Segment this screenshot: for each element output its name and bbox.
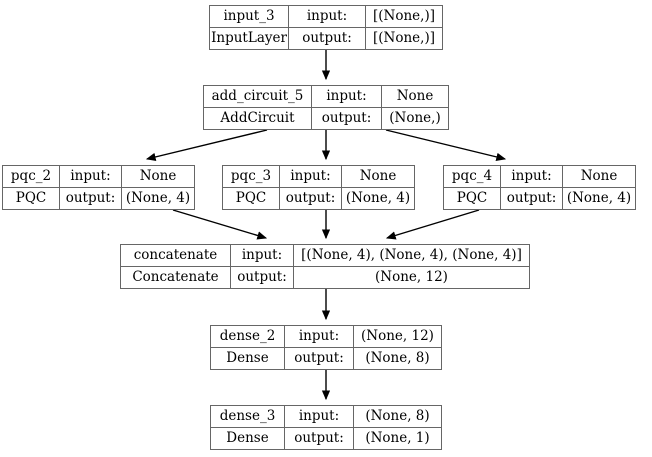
node-output-shape: (None, 1) bbox=[365, 429, 430, 446]
node-name: dense_2 bbox=[211, 326, 285, 347]
node-output-shape: (None,) bbox=[389, 109, 441, 126]
node-concatenate[interactable]: concatenate input: [(None, 4), (None, 4)… bbox=[120, 244, 530, 289]
node-class: Concatenate bbox=[121, 267, 231, 288]
node-row-input: dense_2 input: (None, 12) bbox=[211, 326, 441, 348]
node-add_circuit_5[interactable]: add_circuit_5 input: None AddCircuit out… bbox=[203, 85, 449, 130]
node-input-label: input: bbox=[285, 326, 354, 347]
node-input-label: input: bbox=[280, 166, 342, 187]
node-row-output: AddCircuit output: (None,) bbox=[204, 108, 448, 129]
node-dense_2[interactable]: dense_2 input: (None, 12) Dense output: … bbox=[210, 325, 442, 370]
node-input-shape: [(None, 4), (None, 4), (None, 4)] bbox=[301, 246, 522, 263]
node-row-input: input_3 input: [(None,)] bbox=[210, 6, 442, 28]
node-dense_3[interactable]: dense_3 input: (None, 8) Dense output: (… bbox=[210, 405, 442, 450]
node-row-output: InputLayer output: [(None,)] bbox=[210, 28, 442, 49]
node-input-shape: (None, 12) bbox=[361, 327, 434, 344]
node-row-output: Concatenate output: (None, 12) bbox=[121, 267, 529, 288]
node-row-input: pqc_3 input: None bbox=[223, 166, 414, 188]
node-input-shape: None bbox=[396, 87, 434, 104]
node-output-label: output: bbox=[285, 348, 354, 369]
edge-addcircuit-pqc4 bbox=[385, 129, 507, 162]
node-row-output: Dense output: (None, 8) bbox=[211, 348, 441, 369]
node-output-shape: (None, 12) bbox=[375, 268, 448, 285]
node-input-shape: [(None,)] bbox=[373, 7, 435, 24]
edge-pqc2-concatenate bbox=[172, 209, 268, 240]
node-row-output: Dense output: (None, 1) bbox=[211, 428, 441, 449]
node-input-label: input: bbox=[501, 166, 563, 187]
node-output-shape: (None, 4) bbox=[566, 189, 632, 206]
node-output-label: output: bbox=[280, 188, 342, 209]
node-output-label: output: bbox=[231, 267, 294, 288]
node-output-shape: (None, 4) bbox=[345, 189, 411, 206]
node-class: InputLayer bbox=[210, 28, 289, 49]
node-pqc_2[interactable]: pqc_2 input: None PQC output: (None, 4) bbox=[2, 165, 195, 210]
node-name: input_3 bbox=[210, 6, 289, 27]
node-row-output: PQC output: (None, 4) bbox=[444, 188, 635, 209]
node-name: pqc_3 bbox=[223, 166, 280, 187]
node-output-label: output: bbox=[285, 428, 354, 449]
node-output-label: output: bbox=[289, 28, 366, 49]
node-input-label: input: bbox=[312, 86, 382, 107]
node-input-label: input: bbox=[285, 406, 354, 427]
node-class: PQC bbox=[223, 188, 280, 209]
node-pqc_3[interactable]: pqc_3 input: None PQC output: (None, 4) bbox=[222, 165, 415, 210]
node-output-shape: [(None,)] bbox=[373, 29, 435, 46]
node-class: AddCircuit bbox=[204, 108, 312, 129]
node-name: concatenate bbox=[121, 245, 231, 266]
node-name: add_circuit_5 bbox=[204, 86, 312, 107]
edge-pqc4-concatenate bbox=[385, 209, 480, 240]
node-row-input: pqc_4 input: None bbox=[444, 166, 635, 188]
node-output-label: output: bbox=[60, 188, 122, 209]
node-class: PQC bbox=[3, 188, 60, 209]
node-input-shape: None bbox=[580, 167, 618, 184]
node-row-input: pqc_2 input: None bbox=[3, 166, 194, 188]
node-class: Dense bbox=[211, 428, 285, 449]
node-name: dense_3 bbox=[211, 406, 285, 427]
node-row-output: PQC output: (None, 4) bbox=[223, 188, 414, 209]
node-input-label: input: bbox=[231, 245, 294, 266]
node-output-shape: (None, 4) bbox=[125, 189, 191, 206]
edge-addcircuit-pqc2 bbox=[145, 129, 268, 162]
node-input-shape: (None, 8) bbox=[365, 407, 430, 424]
node-row-input: add_circuit_5 input: None bbox=[204, 86, 448, 108]
node-name: pqc_2 bbox=[3, 166, 60, 187]
node-input-shape: None bbox=[359, 167, 397, 184]
node-input-shape: None bbox=[139, 167, 177, 184]
node-pqc_4[interactable]: pqc_4 input: None PQC output: (None, 4) bbox=[443, 165, 636, 210]
node-class: Dense bbox=[211, 348, 285, 369]
node-output-label: output: bbox=[501, 188, 563, 209]
node-output-label: output: bbox=[312, 108, 382, 129]
node-row-input: dense_3 input: (None, 8) bbox=[211, 406, 441, 428]
node-output-shape: (None, 8) bbox=[365, 349, 430, 366]
node-input-label: input: bbox=[289, 6, 366, 27]
node-input-label: input: bbox=[60, 166, 122, 187]
node-name: pqc_4 bbox=[444, 166, 501, 187]
node-input_3[interactable]: input_3 input: [(None,)] InputLayer outp… bbox=[209, 5, 443, 50]
node-row-output: PQC output: (None, 4) bbox=[3, 188, 194, 209]
node-row-input: concatenate input: [(None, 4), (None, 4)… bbox=[121, 245, 529, 267]
node-class: PQC bbox=[444, 188, 501, 209]
